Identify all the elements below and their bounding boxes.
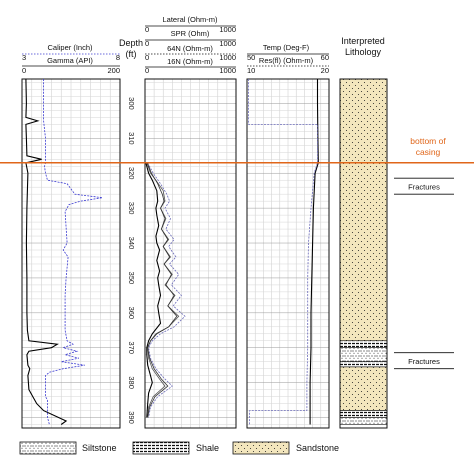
depth-tick-label: 350 xyxy=(127,272,136,285)
spr-min-label: 0 xyxy=(145,39,149,48)
depth-tick-label: 320 xyxy=(127,167,136,180)
depth-tick-label: 360 xyxy=(127,307,136,320)
resfl-min-label: 10 xyxy=(247,66,255,75)
depth-tick-label: 340 xyxy=(127,237,136,250)
spr-max-label: 1000 xyxy=(219,39,236,48)
series-line-lateral-ohm-m xyxy=(145,162,162,418)
fractures-label: Fractures xyxy=(408,357,440,366)
fractures-label: Fractures xyxy=(408,183,440,192)
resfl-max-label: 20 xyxy=(321,66,329,75)
lithology-frame xyxy=(339,78,388,429)
depth-axis-label-line2: (ft) xyxy=(126,49,137,59)
depth-tick-label: 370 xyxy=(127,341,136,354)
lithology-layer-shale xyxy=(339,340,388,349)
lateral-max-label: 1000 xyxy=(219,25,236,34)
lithology-layer-shale xyxy=(339,361,388,368)
gamma-min-label: 0 xyxy=(22,66,26,75)
caliper-header-label: Caliper (Inch) xyxy=(47,43,93,52)
spr-header-label: SPR (Ohm) xyxy=(171,29,210,38)
series-line-temp-deg-f xyxy=(309,79,319,425)
legend-swatch-sandstone xyxy=(232,441,290,455)
lithology-layer-siltstone xyxy=(339,347,388,362)
legend-label-siltstone: Siltstone xyxy=(82,443,117,453)
depth-tick-label: 300 xyxy=(127,97,136,110)
lithology-title-line1: Interpreted xyxy=(341,36,385,46)
track-frame xyxy=(144,78,237,429)
caliper-min-label: 3 xyxy=(22,53,26,62)
casing-label-line1: bottom of xyxy=(410,136,446,146)
lithology-layer-sandstone xyxy=(339,366,388,411)
legend-label-sandstone: Sandstone xyxy=(296,443,339,453)
lithology-title-line2: Lithology xyxy=(345,47,382,57)
depth-axis-label-line1: Depth xyxy=(119,38,143,48)
depth-tick-label: 390 xyxy=(127,411,136,424)
n16-max-label: 1000 xyxy=(219,66,236,75)
legend-label-shale: Shale xyxy=(196,443,219,453)
series-line-gamma-api xyxy=(25,78,68,425)
temp-max-label: 60 xyxy=(321,53,329,62)
depth-tick-label: 310 xyxy=(127,132,136,145)
caliper-max-label: 8 xyxy=(116,53,120,62)
lithology-layer-shale xyxy=(339,410,388,418)
track-frame xyxy=(21,78,121,429)
track-frame xyxy=(246,78,330,429)
n64-header-label: 64N (Ohm-m) xyxy=(167,44,213,53)
temp-min-label: 50 xyxy=(247,53,255,62)
series-line-caliper-inch xyxy=(43,79,103,425)
n16-min-label: 0 xyxy=(145,66,149,75)
lateral-header-label: Lateral (Ohm-m) xyxy=(162,15,218,24)
n64-max-label: 1000 xyxy=(219,53,236,62)
lithology-layer-sandstone xyxy=(339,78,388,342)
series-line-res-fl-ohm-m xyxy=(248,79,318,425)
legend-swatch-siltstone xyxy=(19,441,77,455)
resfl-header-label: Res(fl) (Ohm-m) xyxy=(259,56,314,65)
casing-label-line2: casing xyxy=(416,147,441,157)
depth-tick-label: 330 xyxy=(127,202,136,215)
temp-header-label: Temp (Deg-F) xyxy=(263,43,310,52)
n16-header-label: 16N (Ohm-m) xyxy=(167,57,213,66)
depth-tick-label: 380 xyxy=(127,376,136,389)
lateral-min-label: 0 xyxy=(145,25,149,34)
lithology-layer-siltstone xyxy=(339,417,388,425)
gamma-max-label: 200 xyxy=(107,66,120,75)
series-line-64n-ohm-m xyxy=(147,162,186,418)
n64-min-label: 0 xyxy=(145,53,149,62)
legend-swatch-shale xyxy=(132,441,190,455)
gamma-header-label: Gamma (API) xyxy=(47,56,93,65)
series-line-16n-ohm-m xyxy=(146,162,178,418)
